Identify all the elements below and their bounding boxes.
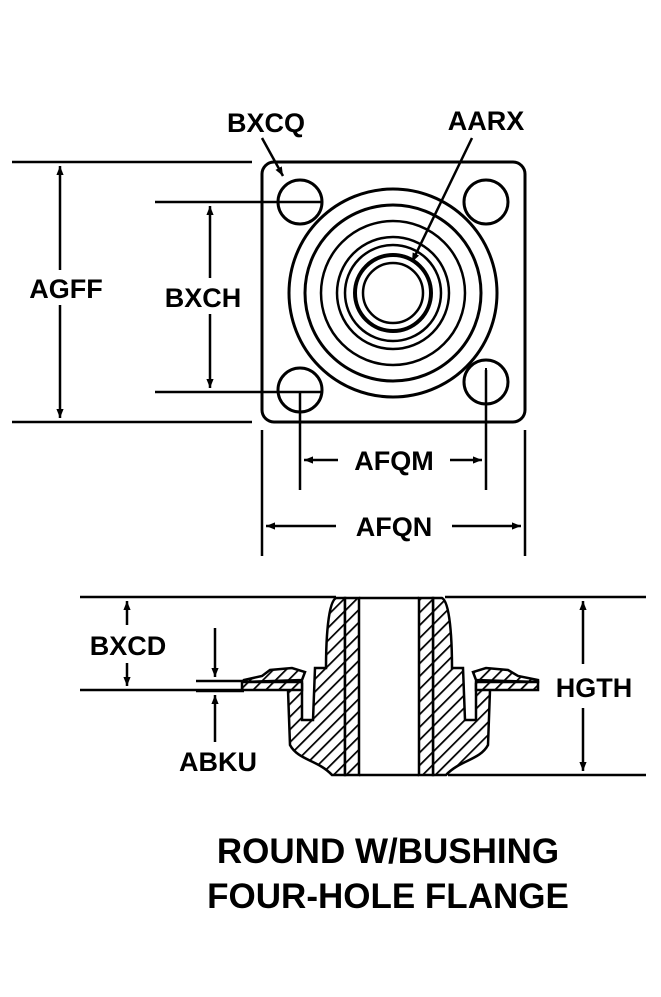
dimension-label-afqm: AFQM [354,446,433,476]
dimension-label-agff: AGFF [29,274,103,304]
bushing-wall-right [417,596,435,777]
dimension-afqm [298,370,488,490]
dimension-bxch [155,200,322,394]
outer-body-ring [287,187,499,399]
leader-bxcq [260,137,285,177]
body-ring-5 [343,243,443,343]
caption-line-2: FOUR-HOLE FLANGE [207,877,569,916]
flange-plate-left [242,666,307,684]
bushing-wall-left [343,596,361,777]
body-ring-2 [303,203,483,383]
flange-strip-right [474,680,540,692]
dimension-label-bxcd: BXCD [90,631,167,661]
bushing-bore [361,261,425,325]
flange-plate-right [471,666,540,684]
dimension-label-afqn: AFQN [356,512,433,542]
flange-strip-left [240,680,304,692]
dimension-agff [12,160,252,424]
bushing-outer-ring [353,253,433,333]
body-ring-4 [335,235,451,351]
dimension-label-abku: ABKU [179,747,257,777]
dimension-label-bxcq: BXCQ [227,108,305,138]
dimension-label-hgth: HGTH [556,673,633,703]
square-flange-outline [260,160,527,424]
leader-aarx [410,137,474,263]
dimension-afqn [260,430,527,556]
dimension-abku [196,628,244,742]
mounting-hole-top-right [462,178,510,226]
dimension-label-aarx: AARX [448,106,525,136]
dimension-label-bxch: BXCH [165,283,242,313]
dimension-hgth [445,595,646,777]
body-ring-3 [319,219,467,367]
caption-line-1: ROUND W/BUSHING [217,832,559,871]
side-view [240,596,540,777]
